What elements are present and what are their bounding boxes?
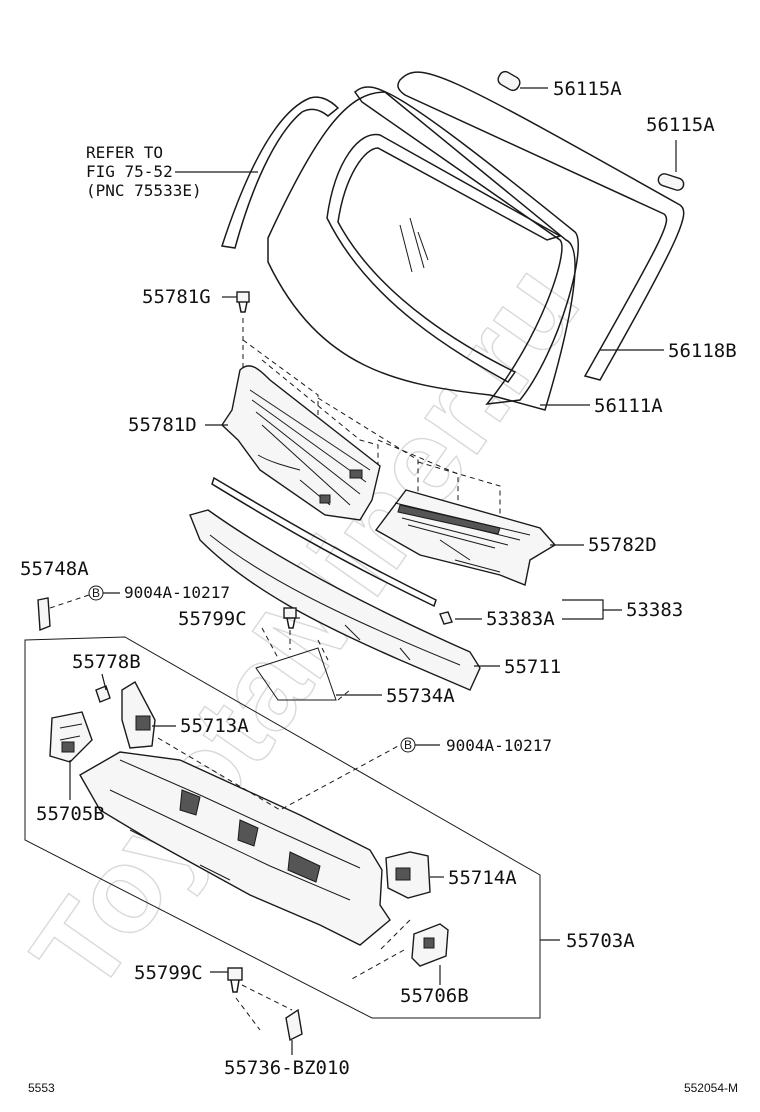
label-9004A-left: 9004A-10217 <box>124 583 230 602</box>
bolt-marker-right: B <box>400 737 440 753</box>
clip-56115A-top <box>497 70 521 92</box>
bracket-55705B <box>49 711 93 763</box>
top-moulding-left <box>221 96 340 249</box>
label-55781G: 55781G <box>142 286 211 308</box>
refer-note-line-2: FIG 75-52 <box>86 162 173 181</box>
label-55782D: 55782D <box>588 534 657 556</box>
bracket-55713A <box>121 681 156 749</box>
refer-note: REFER TO FIG 75-52 (PNC 75533E) <box>86 143 202 200</box>
label-55705B: 55705B <box>36 803 105 825</box>
label-53383A: 53383A <box>486 608 555 630</box>
clip-53383A <box>439 611 453 625</box>
label-56115A-top: 56115A <box>553 78 622 100</box>
label-55736-BZ010: 55736-BZ010 <box>224 1057 350 1079</box>
bracket-55736 <box>285 1008 303 1042</box>
label-55711: 55711 <box>504 656 561 678</box>
label-55778B: 55778B <box>72 651 141 673</box>
clip-56115A-right <box>657 173 685 191</box>
clip-55781G <box>236 291 250 313</box>
label-9004A-right: 9004A-10217 <box>446 736 552 755</box>
label-55799C-top: 55799C <box>178 608 247 630</box>
label-56115A-right: 56115A <box>646 114 715 136</box>
assembly-lines-lower <box>157 689 401 811</box>
sheet-55734A <box>255 627 337 701</box>
clip-55799C-bottom <box>227 967 293 1031</box>
footer-right-code: 552054-M <box>684 1081 738 1095</box>
outer-moulding-56118B <box>397 71 685 381</box>
windshield-glass <box>267 91 576 411</box>
label-55799C-bottom: 55799C <box>134 962 203 984</box>
label-55703A: 55703A <box>566 930 635 952</box>
bracket-55706B <box>349 919 449 981</box>
cowl-panel-55711 <box>189 509 481 691</box>
label-53383: 53383 <box>626 599 683 621</box>
label-56118B: 56118B <box>668 340 737 362</box>
label-55734A: 55734A <box>386 685 455 707</box>
cowl-louver-55781D <box>221 365 381 521</box>
leader-lines <box>69 87 677 1055</box>
cowl-panel-main <box>79 751 391 946</box>
clip-55778B <box>95 685 111 703</box>
label-55781D: 55781D <box>128 414 197 436</box>
refer-note-line-1: REFER TO <box>86 143 163 162</box>
inner-moulding-56111A <box>326 86 579 405</box>
refer-note-line-3: (PNC 75533E) <box>86 181 202 200</box>
cowl-louver-55782D <box>374 489 557 586</box>
bolt-symbol-left: B <box>92 586 100 600</box>
label-56111A: 56111A <box>594 395 663 417</box>
bolt-marker-left: B <box>88 585 120 601</box>
bracket-55714A <box>385 851 431 899</box>
bracket-55748A <box>37 593 93 632</box>
bolt-symbol-right: B <box>404 738 412 752</box>
label-55713A: 55713A <box>180 715 249 737</box>
label-55714A: 55714A <box>448 867 517 889</box>
subassembly-frame-55703A <box>24 636 541 1019</box>
hood-seal-53383 <box>211 476 437 608</box>
label-55706B: 55706B <box>400 985 469 1007</box>
footer-left-code: 5553 <box>28 1081 55 1095</box>
label-55748A: 55748A <box>20 558 89 580</box>
